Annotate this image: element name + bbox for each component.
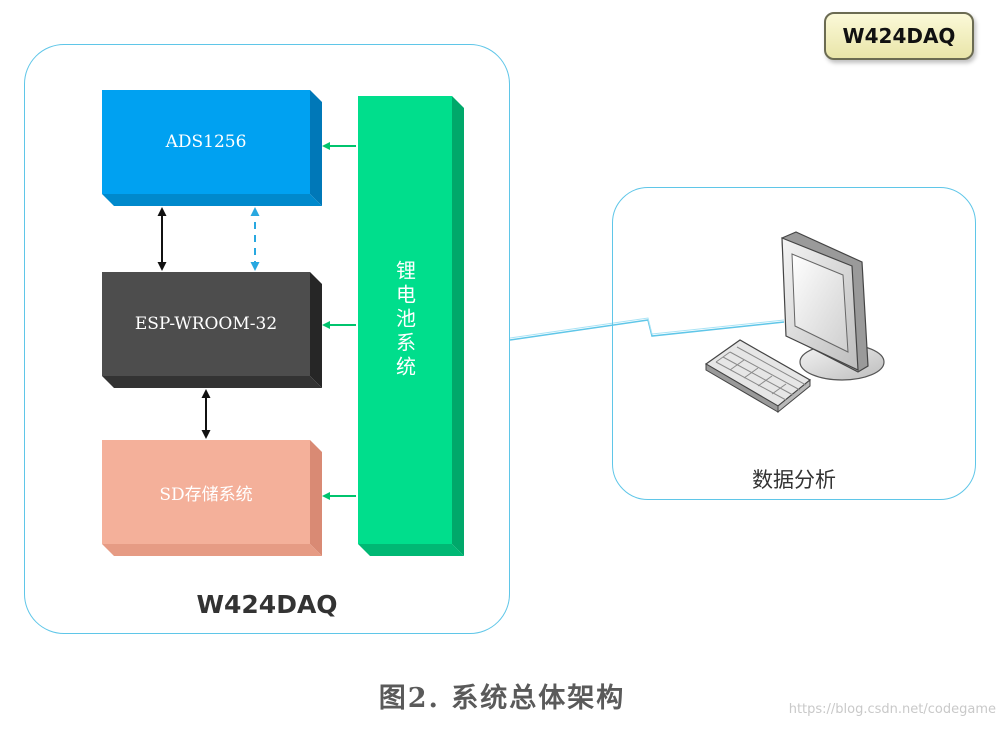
mcu-block-bottom [102,376,322,388]
mcu-block: ESP-WROOM-32 [102,272,310,376]
storage-block-side [310,440,322,556]
battery-block-side [452,96,464,556]
battery-block-bottom [358,544,464,556]
storage-block-bottom [102,544,322,556]
storage-block-label: SD存储系统 [159,484,253,505]
adc-block-side [310,90,322,206]
adc-block-label: ADS1256 [165,132,247,152]
watermark: https://blog.csdn.net/codegame [788,702,996,717]
storage-block: SD存储系统 [102,440,310,544]
computer-icon [704,231,885,414]
battery-block: 锂电池系统 [358,96,452,544]
analysis-container [612,187,976,500]
adc-block-bottom [102,194,322,206]
adc-block: ADS1256 [102,90,310,194]
analysis-label: 数据分析 [752,468,836,492]
mcu-block-label: ESP-WROOM-32 [134,314,278,334]
system-label: W424DAQ [196,590,338,619]
title-badge: W424DAQ [824,12,974,60]
mcu-block-side [310,272,322,388]
title-badge-label: W424DAQ [842,24,956,48]
figure-caption: 图2. 系统总体架构 [378,683,626,714]
battery-block-label: 锂电池系统 [392,260,417,380]
